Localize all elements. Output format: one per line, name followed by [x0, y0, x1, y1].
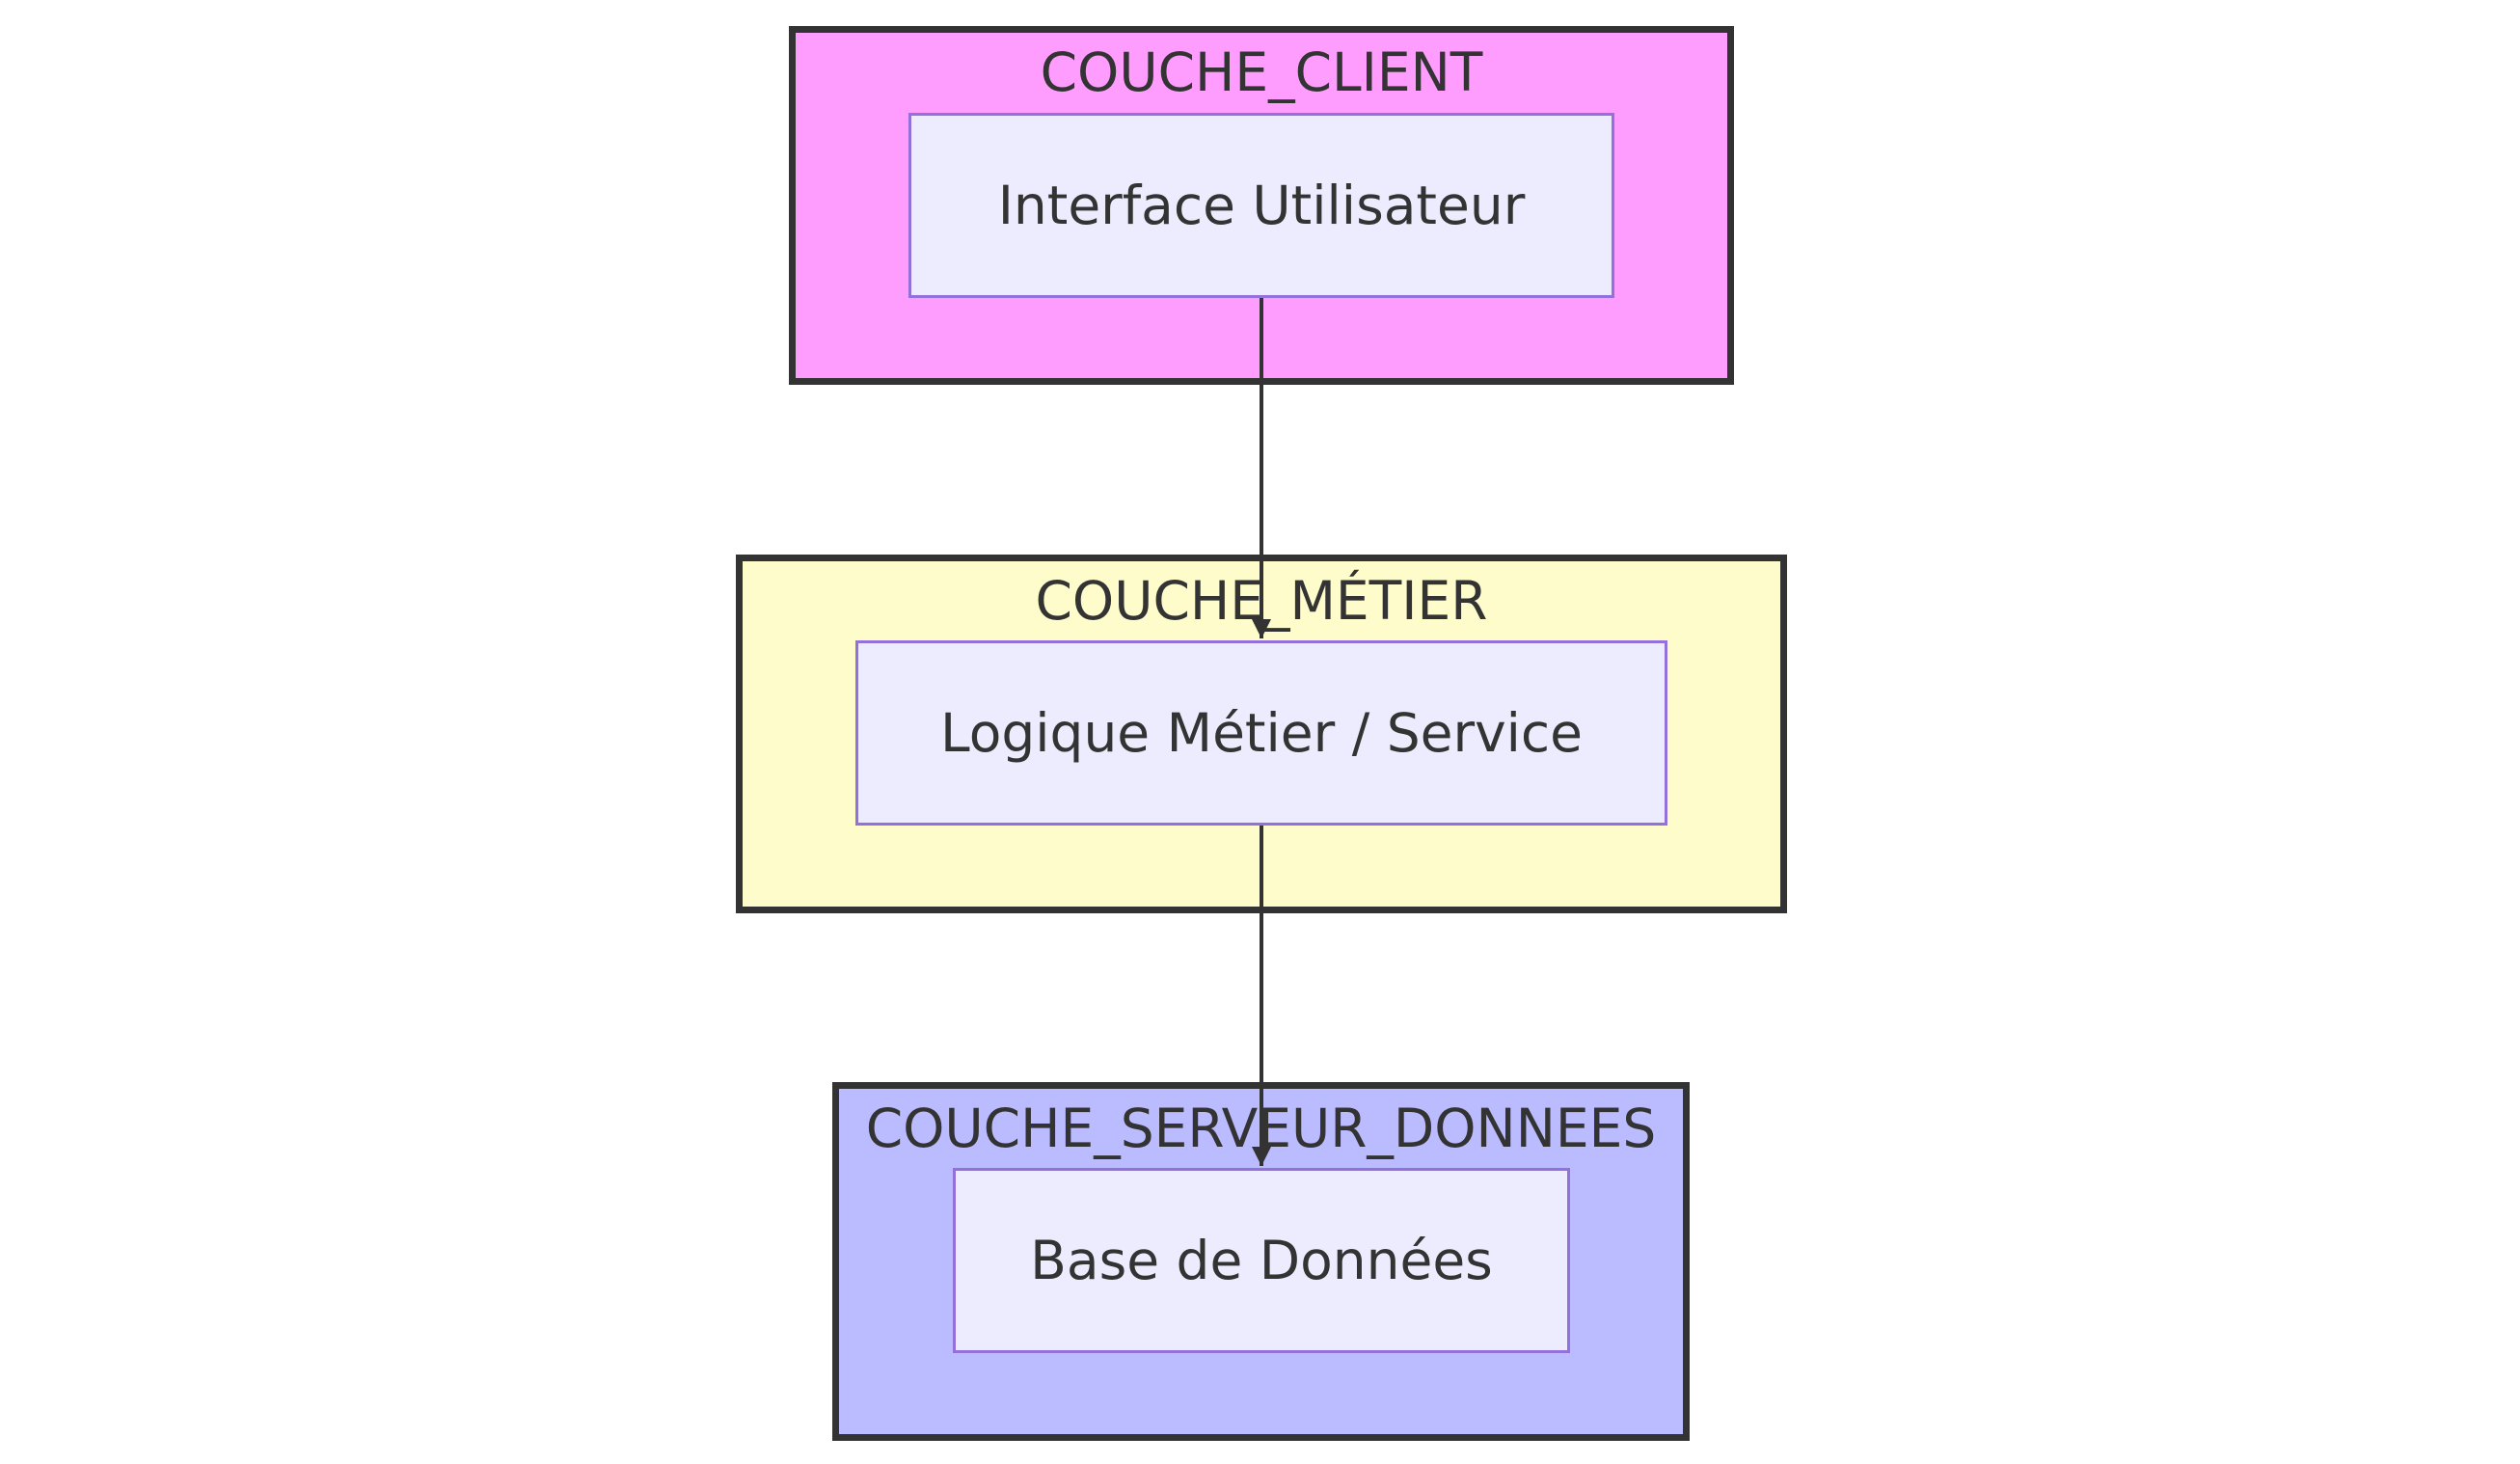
node-label-user-interface: Interface Utilisateur	[997, 175, 1526, 236]
node-database: Base de Données	[953, 1168, 1570, 1353]
layer-title-data-server: COUCHE_SERVEUR_DONNEES	[865, 1098, 1657, 1159]
layer-title-client: COUCHE_CLIENT	[1040, 41, 1483, 103]
node-business-logic: Logique Métier / Service	[855, 640, 1667, 826]
node-label-business-logic: Logique Métier / Service	[940, 702, 1583, 764]
node-label-database: Base de Données	[1030, 1230, 1493, 1291]
layer-title-metier: COUCHE_MÉTIER	[1035, 570, 1488, 632]
node-user-interface: Interface Utilisateur	[908, 113, 1614, 298]
